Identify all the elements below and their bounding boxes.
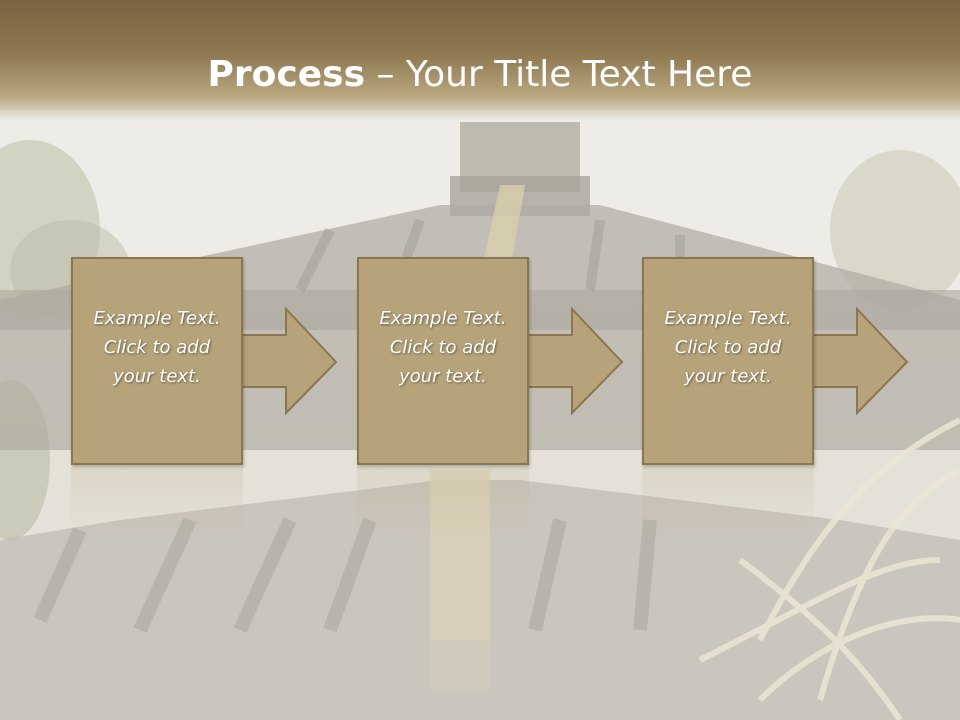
step-2-reflection — [357, 467, 529, 537]
step-1-arrow[interactable] — [240, 307, 340, 417]
step-1-reflection — [71, 467, 243, 537]
step-3-reflection — [642, 467, 814, 537]
step-2-arrow[interactable] — [526, 307, 626, 417]
step-3-box[interactable]: Example Text. Click to add your text. — [642, 257, 814, 465]
step-3-arrow[interactable] — [811, 307, 911, 417]
title-band — [0, 0, 960, 120]
slide-title[interactable]: Process – Your Title Text Here — [0, 52, 960, 98]
step-2-box[interactable]: Example Text. Click to add your text. — [357, 257, 529, 465]
step-1-box[interactable]: Example Text. Click to add your text. — [71, 257, 243, 465]
step-3-text: Example Text. Click to add your text. — [664, 307, 792, 387]
step-2-text: Example Text. Click to add your text. — [379, 307, 507, 387]
step-1-text: Example Text. Click to add your text. — [93, 307, 221, 387]
title-rest: – Your Title Text Here — [365, 54, 753, 95]
title-bold-word: Process — [207, 54, 366, 95]
